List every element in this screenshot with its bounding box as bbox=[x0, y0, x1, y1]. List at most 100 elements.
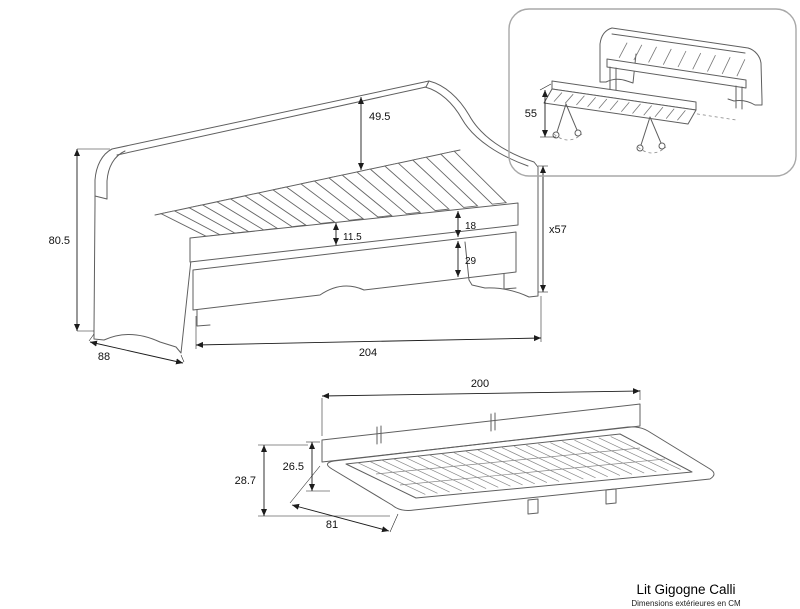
mesh-wire bbox=[598, 437, 669, 472]
trundle-center-foot bbox=[527, 498, 539, 515]
mesh-wire bbox=[514, 446, 584, 480]
mesh-wire bbox=[526, 444, 596, 479]
extension-line bbox=[389, 513, 399, 533]
mesh-wire bbox=[393, 458, 462, 492]
inset-back-top-edge bbox=[611, 27, 749, 49]
mesh-cross-wire bbox=[399, 458, 666, 486]
inset-slat bbox=[618, 42, 628, 58]
extension-line bbox=[88, 333, 95, 342]
dim-label-trundle-open-height: 55 bbox=[525, 108, 537, 120]
dim-label-depth: 88 bbox=[98, 351, 110, 363]
inset-dimension: 55 bbox=[525, 83, 556, 138]
bed-slat bbox=[299, 180, 365, 221]
bed-slat bbox=[439, 150, 508, 205]
trundle-bracket-pin bbox=[376, 425, 382, 445]
mesh-wire bbox=[477, 449, 548, 483]
inset-slat bbox=[736, 59, 746, 77]
inset-slat bbox=[692, 52, 702, 70]
mesh-wire bbox=[429, 454, 499, 488]
inset-caster-wheel bbox=[552, 131, 560, 139]
extension-line bbox=[180, 354, 185, 363]
dimensions-note: Dimensions extérieures en CM bbox=[631, 599, 741, 608]
inset-slat bbox=[707, 54, 716, 72]
trundle-back-rail bbox=[321, 403, 641, 463]
dim-label-trundle-frame-height: 26.5 bbox=[283, 461, 304, 473]
inset-trundle-drawing bbox=[543, 80, 697, 154]
extension-line bbox=[289, 465, 321, 504]
mesh-wire bbox=[610, 436, 681, 470]
trundle-frame-inner bbox=[345, 433, 693, 499]
mesh-wire bbox=[453, 452, 523, 486]
back-panel-top-edge bbox=[111, 80, 430, 150]
mesh-wire bbox=[550, 442, 621, 476]
inset-slat bbox=[677, 50, 687, 68]
inset-mesh-wire bbox=[564, 93, 574, 104]
mesh-wire bbox=[562, 441, 633, 475]
inset-mesh-wire bbox=[654, 106, 664, 118]
back-panel-thickness-edge bbox=[116, 86, 427, 156]
trundle-drawing bbox=[321, 403, 715, 515]
dim-label-trundle-length: 200 bbox=[471, 378, 489, 390]
inset-right-arm bbox=[727, 47, 763, 106]
inset-slat bbox=[662, 48, 672, 65]
inset-fold-motion-arc bbox=[637, 146, 667, 154]
inset-left-arm bbox=[599, 27, 637, 84]
dim-label-front-rail-height: 11.5 bbox=[343, 232, 362, 243]
product-title: Lit Gigogne Calli bbox=[636, 582, 735, 597]
inset-slat bbox=[721, 57, 731, 75]
drawer-right-foot bbox=[503, 273, 517, 290]
dim-label-trundle-overall-height: 28.7 bbox=[235, 475, 256, 487]
back-panel-end-cap bbox=[425, 80, 430, 88]
extension-line bbox=[539, 83, 552, 91]
inset-mesh-wire bbox=[598, 98, 608, 109]
trundle-frame-outer bbox=[327, 426, 715, 511]
bed-slat bbox=[383, 162, 450, 212]
trundle-mesh-base bbox=[357, 436, 681, 495]
left-arm-inner-curve bbox=[106, 150, 126, 200]
inset-fold-motion-arc bbox=[553, 133, 583, 141]
trundle-dimensions: 200 26.5 28.7 81 bbox=[235, 378, 641, 533]
bed-slat bbox=[271, 186, 336, 224]
slat-deck bbox=[159, 150, 508, 237]
inset-slat-deck bbox=[618, 42, 746, 77]
inset-bed-drawing bbox=[599, 27, 763, 121]
dim-label-drawer-front-height: 29 bbox=[465, 256, 477, 267]
inset-back-thickness bbox=[611, 33, 746, 54]
inset-mesh-wire bbox=[643, 105, 653, 116]
dim-label-length: 204 bbox=[359, 347, 377, 359]
inset-folding-leg-right bbox=[640, 116, 662, 146]
mesh-wire bbox=[381, 459, 450, 493]
mesh-wire bbox=[405, 457, 475, 491]
right-arm-inner-curve bbox=[424, 86, 529, 167]
inset-slat bbox=[633, 44, 643, 61]
dim-label-overall-height: 80.5 bbox=[49, 235, 70, 247]
inset-mesh-wire bbox=[553, 92, 563, 102]
inset-folding-leg-left bbox=[556, 103, 578, 133]
inset-bed-legs bbox=[609, 66, 743, 110]
front-rail bbox=[189, 202, 519, 263]
dim-line-trundle-length bbox=[321, 388, 641, 399]
mesh-wire bbox=[465, 451, 535, 485]
left-arm-front-cap bbox=[94, 195, 108, 200]
inset-mesh-wire bbox=[576, 95, 585, 106]
inset-caster-wheel bbox=[574, 129, 582, 137]
dim-line-trundle-depth bbox=[291, 503, 390, 533]
bed-slat bbox=[411, 156, 479, 208]
inset-mesh-wire bbox=[620, 102, 630, 113]
mesh-cross-wire bbox=[375, 447, 641, 475]
inset-border bbox=[508, 8, 797, 177]
inset-slat bbox=[648, 46, 657, 63]
trundle-drawer-front[interactable] bbox=[192, 231, 517, 311]
mesh-wire bbox=[357, 462, 426, 495]
inset-panel: 55 bbox=[508, 8, 797, 177]
mesh-wire bbox=[369, 460, 438, 494]
mesh-wire bbox=[574, 439, 645, 474]
mesh-wire bbox=[441, 453, 511, 487]
inset-caster-wheel bbox=[636, 144, 644, 152]
bed-slat bbox=[327, 174, 393, 218]
main-view-dimensions: 80.5 88 49.5 11.5 18 29 x57 204 bbox=[49, 97, 567, 365]
inset-mesh-wire bbox=[677, 110, 686, 121]
inset-mesh-wire bbox=[609, 100, 619, 111]
inset-mesh-wire bbox=[632, 103, 641, 114]
